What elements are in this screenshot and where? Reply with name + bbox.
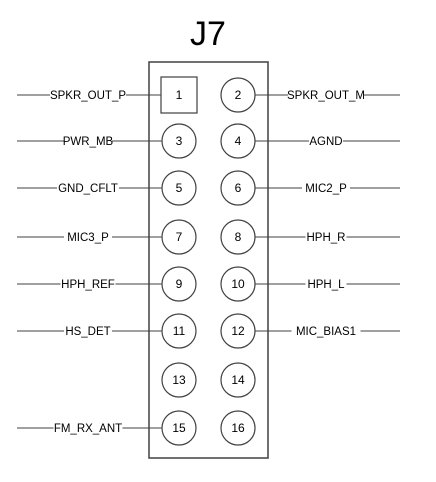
pin-2-pad — [220, 77, 256, 113]
pin-4-pad — [220, 123, 256, 159]
pin-12-pad — [220, 313, 256, 349]
net-label-bg — [64, 230, 112, 244]
pin-16-pad — [220, 410, 256, 446]
pin-9-pad — [161, 266, 197, 302]
net-label-bg — [57, 181, 119, 195]
net-label-pin-5: GND_CFLT — [58, 183, 118, 195]
pin-13-pad — [161, 362, 197, 398]
net-label-bg — [305, 277, 347, 291]
net-label-bg — [288, 88, 364, 102]
pin-1-pad — [160, 76, 198, 114]
pin-number-4: 4 — [235, 134, 242, 148]
net-label-pin-12: MIC_BIAS1 — [296, 326, 356, 338]
pin-number-1: 1 — [176, 88, 183, 102]
pin-number-8: 8 — [235, 230, 242, 244]
pin-10-pad — [220, 266, 256, 302]
pin-6-pad — [220, 170, 256, 206]
pin-number-12: 12 — [231, 324, 245, 338]
pin-3-pad — [161, 123, 197, 159]
net-label-bg — [50, 88, 126, 102]
connector-body — [148, 61, 269, 459]
pin-number-16: 16 — [231, 421, 245, 435]
net-label-bg — [302, 181, 350, 195]
net-label-pin-2: SPKR_OUT_M — [287, 90, 365, 102]
net-label-pin-8: HPH_R — [307, 232, 346, 244]
pin-number-5: 5 — [176, 181, 183, 195]
pin-8-pad — [220, 219, 256, 255]
net-label-bg — [60, 277, 116, 291]
net-label-pin-3: PWR_MB — [63, 136, 114, 148]
net-label-pin-9: HPH_REF — [61, 279, 115, 291]
connector-title: J7 — [190, 15, 226, 53]
pin-number-13: 13 — [172, 373, 186, 387]
pin-11-pad — [161, 313, 197, 349]
pin-14-pad — [220, 362, 256, 398]
net-label-pin-15: FM_RX_ANT — [54, 423, 122, 435]
net-label-bg — [64, 324, 112, 338]
pin-number-14: 14 — [231, 373, 245, 387]
pin-5-pad — [161, 170, 197, 206]
pin-number-9: 9 — [176, 277, 183, 291]
pin-number-3: 3 — [176, 134, 183, 148]
pin-number-11: 11 — [173, 324, 186, 338]
net-label-pin-7: MIC3_P — [67, 232, 109, 244]
net-label-pin-10: HPH_L — [307, 279, 345, 291]
pin-number-7: 7 — [176, 230, 183, 244]
net-label-bg — [309, 134, 343, 148]
pin-number-2: 2 — [235, 88, 242, 102]
net-label-bg — [53, 421, 123, 435]
net-label-bg — [64, 134, 112, 148]
net-label-bg — [291, 324, 361, 338]
net-label-pin-4: AGND — [309, 136, 342, 148]
net-label-bg — [305, 230, 347, 244]
pin-15-pad — [161, 410, 197, 446]
pin-number-6: 6 — [235, 181, 242, 195]
pin-7-pad — [161, 219, 197, 255]
pin-number-10: 10 — [231, 277, 245, 291]
net-label-pin-11: HS_DET — [65, 326, 110, 338]
net-label-pin-6: MIC2_P — [305, 183, 347, 195]
net-label-pin-1: SPKR_OUT_P — [50, 90, 126, 102]
pin-number-15: 15 — [172, 421, 186, 435]
